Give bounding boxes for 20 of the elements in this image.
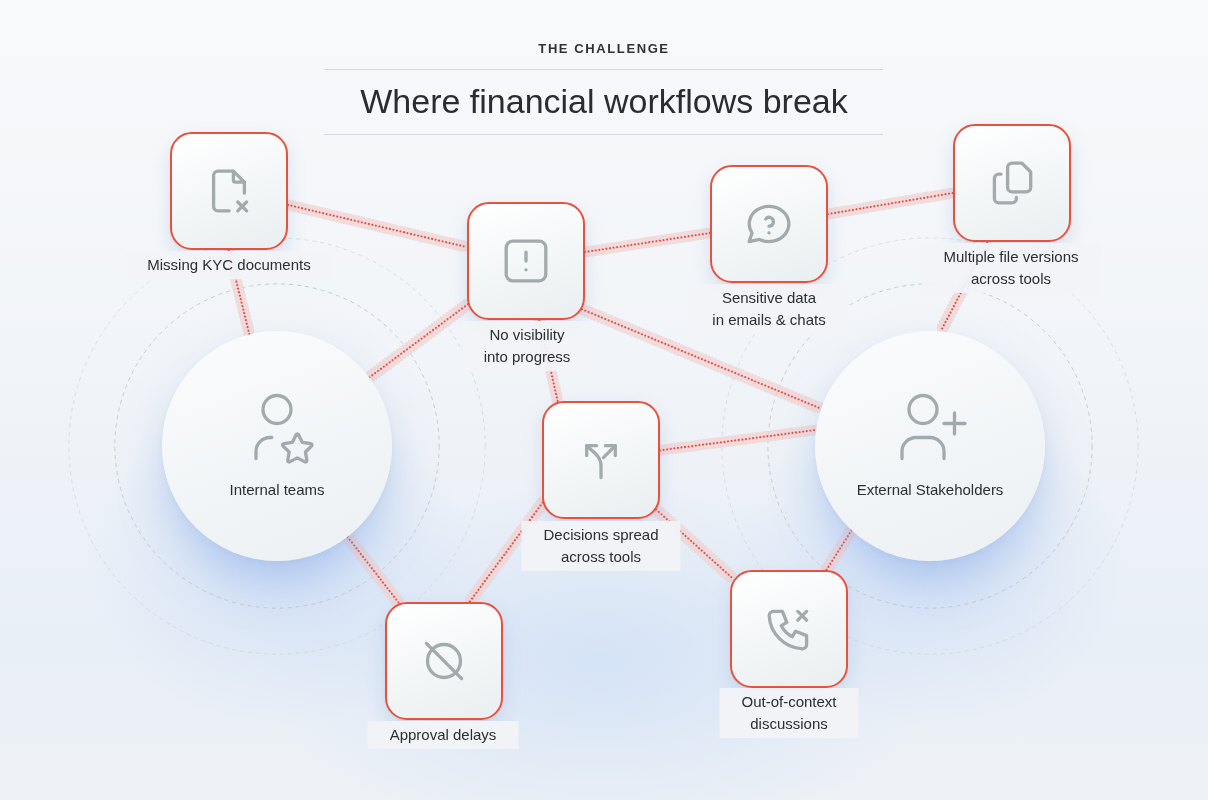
dotted-connector: [583, 231, 712, 254]
icon-tile: [467, 202, 585, 320]
node-caption: Out-of-context discussions: [719, 688, 859, 738]
icon-tile: [953, 124, 1071, 242]
node-label: Internal teams: [229, 480, 325, 500]
title: Where financial workflows break: [360, 81, 848, 121]
dotted-connector: [826, 191, 955, 216]
node-caption: Decisions spread across tools: [521, 521, 681, 571]
icon-tile: [542, 401, 660, 519]
dotted-connector: [346, 535, 401, 605]
icon-tile: [730, 570, 848, 688]
node-caption: Approval delays: [367, 721, 519, 749]
dotted-connector: [658, 428, 818, 452]
eyebrow-text: THE CHALLENGE: [538, 41, 670, 57]
icon-tile: [170, 132, 288, 250]
dotted-connector: [825, 529, 853, 572]
icon-tile: [710, 165, 828, 283]
dotted-connector: [468, 501, 544, 604]
node-label: External Stakeholders: [856, 480, 1004, 500]
icon-tile: [385, 602, 503, 720]
